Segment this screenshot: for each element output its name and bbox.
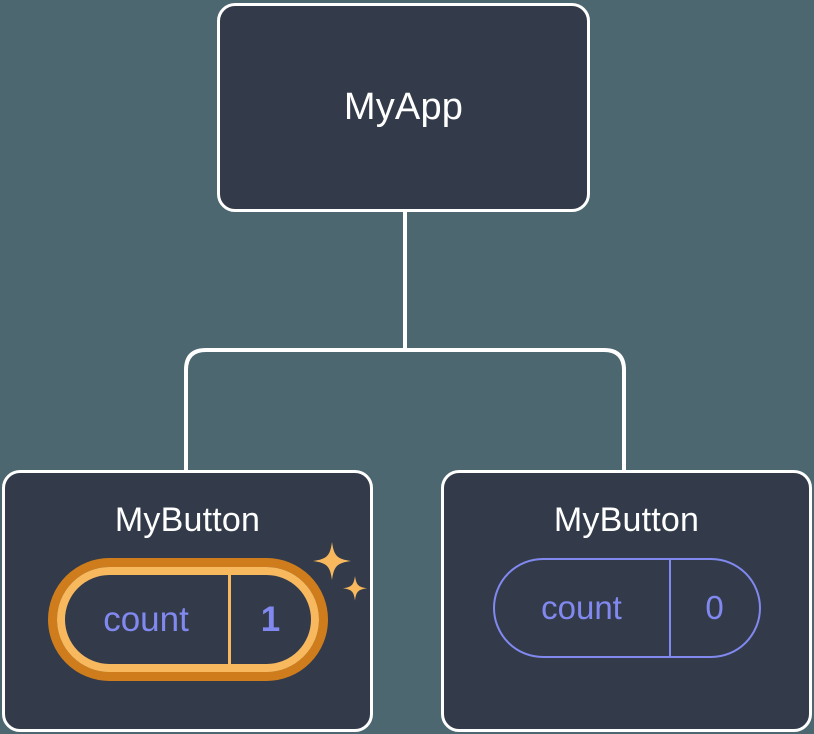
state-value: 0: [705, 589, 724, 626]
node-title: MyApp: [343, 86, 464, 128]
connector-branch-bar: [184, 348, 626, 470]
node-myapp[interactable]: MyApp: [217, 3, 590, 212]
state-pill-count[interactable]: count 0: [492, 558, 761, 658]
node-title: MyButton: [114, 501, 261, 539]
node-mybutton-right[interactable]: MyButton count 0: [441, 470, 812, 732]
node-mybutton-left[interactable]: MyButton count 1: [2, 470, 373, 732]
state-pill-count[interactable]: count 1: [56, 567, 319, 672]
state-value: 1: [260, 599, 281, 639]
state-key: count: [65, 575, 231, 664]
state-pill-wrapper: count 0: [492, 558, 761, 658]
state-key: count: [495, 560, 671, 656]
sparkle-small: [342, 576, 367, 601]
sparkle-large: [312, 542, 351, 580]
state-pill-wrapper: count 1: [47, 542, 367, 681]
state-pill-highlight-ring: count 1: [47, 558, 328, 681]
node-title: MyButton: [553, 501, 700, 539]
